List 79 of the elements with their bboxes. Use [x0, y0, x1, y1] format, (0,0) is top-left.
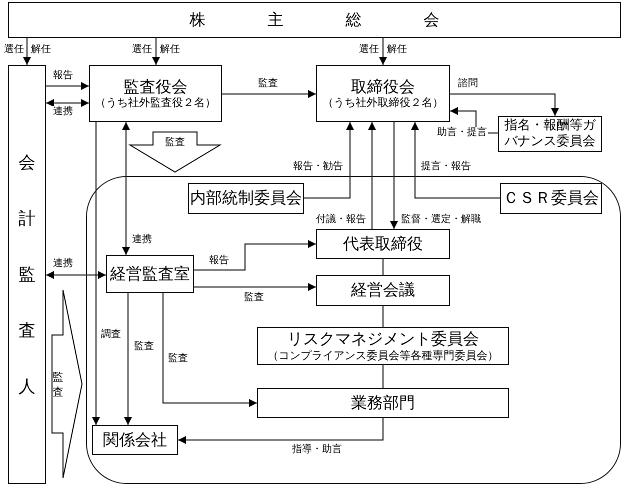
box-title: 会計監査人 — [18, 152, 36, 398]
arrow — [450, 94, 559, 116]
edge-label: 監査 — [167, 353, 189, 365]
box-subtitle: （コンプライアンス委員会等各種専門委員会） — [268, 348, 498, 362]
edge-label: 提言・報告 — [420, 161, 472, 173]
label-text: 解任 — [159, 44, 181, 56]
meeting-box — [8, 2, 621, 38]
arrow — [46, 271, 106, 279]
arrow — [124, 292, 132, 426]
box-subtitle: （うち社外取締役２名） — [322, 96, 444, 110]
edge-label: 付議・報告 — [315, 214, 367, 226]
edge-label: 報告 — [52, 70, 74, 82]
edge-label: 監査 — [133, 341, 155, 353]
box-title: 内部統制委員会 — [190, 189, 302, 208]
arrow — [122, 122, 130, 256]
edge-label: 監査 — [257, 78, 279, 90]
box-subtitle: （うち社外監査役２名） — [95, 96, 216, 110]
box-title: ＣＳＲ委員会 — [503, 189, 599, 208]
org-box — [316, 229, 450, 259]
edge-label: 監督・選定・解職 — [400, 214, 482, 226]
label-text: 選任 — [358, 44, 380, 56]
box-title: 指名・報酬等ガバナンス委員会 — [504, 118, 597, 150]
label-text: 解任 — [30, 44, 52, 56]
org-box — [89, 65, 222, 122]
box-title: 経営監査室 — [110, 264, 190, 284]
edge-label: 調査 — [100, 329, 122, 341]
arrow — [194, 240, 316, 270]
block-arrow — [52, 290, 83, 478]
edge-label: 助言・提言 — [436, 127, 488, 139]
connector-line — [382, 258, 384, 276]
edge-label: 監査 — [164, 137, 186, 149]
box-title: 代表取締役 — [343, 234, 423, 254]
arrow — [152, 38, 160, 66]
org-box — [257, 388, 509, 418]
arrow — [368, 122, 376, 230]
arrow — [162, 292, 258, 407]
box-title: 取締役会 — [351, 78, 415, 96]
arrow — [23, 38, 31, 66]
box-title: リスクマネジメント委員会 — [287, 330, 479, 349]
org-box — [498, 116, 602, 152]
org-box — [92, 425, 178, 455]
arrow — [379, 38, 387, 66]
org-box — [257, 327, 509, 365]
org-box — [316, 65, 450, 122]
org-box — [316, 275, 450, 306]
connector-line — [382, 306, 384, 328]
auditor-column-box — [8, 65, 46, 484]
box-title: 業務部門 — [351, 394, 415, 412]
edge-label: 報告 — [208, 255, 230, 267]
edge-label: 監査 — [52, 370, 64, 401]
box-title: 経営会議 — [351, 281, 415, 300]
arrow — [46, 82, 90, 90]
arrow — [178, 418, 384, 444]
edge-label: 連携 — [131, 234, 153, 246]
group-frame — [86, 176, 621, 484]
edge-label: 報告・勧告 — [292, 161, 344, 173]
org-box — [188, 183, 304, 214]
edge-label: 監査 — [243, 292, 265, 304]
arrow — [92, 122, 100, 426]
edge-label: 連携 — [52, 106, 74, 118]
arrow — [46, 99, 90, 107]
label-text: 選任 — [3, 44, 25, 56]
arrow — [390, 122, 398, 230]
edge-label: 指導・助言 — [291, 444, 343, 456]
arrow — [222, 90, 316, 98]
org-box — [500, 183, 602, 214]
box-title: 関係会社 — [103, 430, 167, 450]
arrow — [304, 122, 354, 198]
box-title: 監査役会 — [124, 78, 188, 96]
arrow — [194, 283, 316, 291]
connector-line — [382, 364, 384, 388]
block-arrow — [128, 132, 222, 173]
org-box — [106, 255, 194, 293]
edge-label: 連携 — [52, 258, 74, 270]
arrow — [411, 122, 500, 198]
label-text: 解任 — [386, 44, 408, 56]
label-text: 選任 — [131, 44, 153, 56]
edge-label: 諮問 — [457, 78, 479, 90]
box-title: 株主総会 — [190, 10, 502, 30]
